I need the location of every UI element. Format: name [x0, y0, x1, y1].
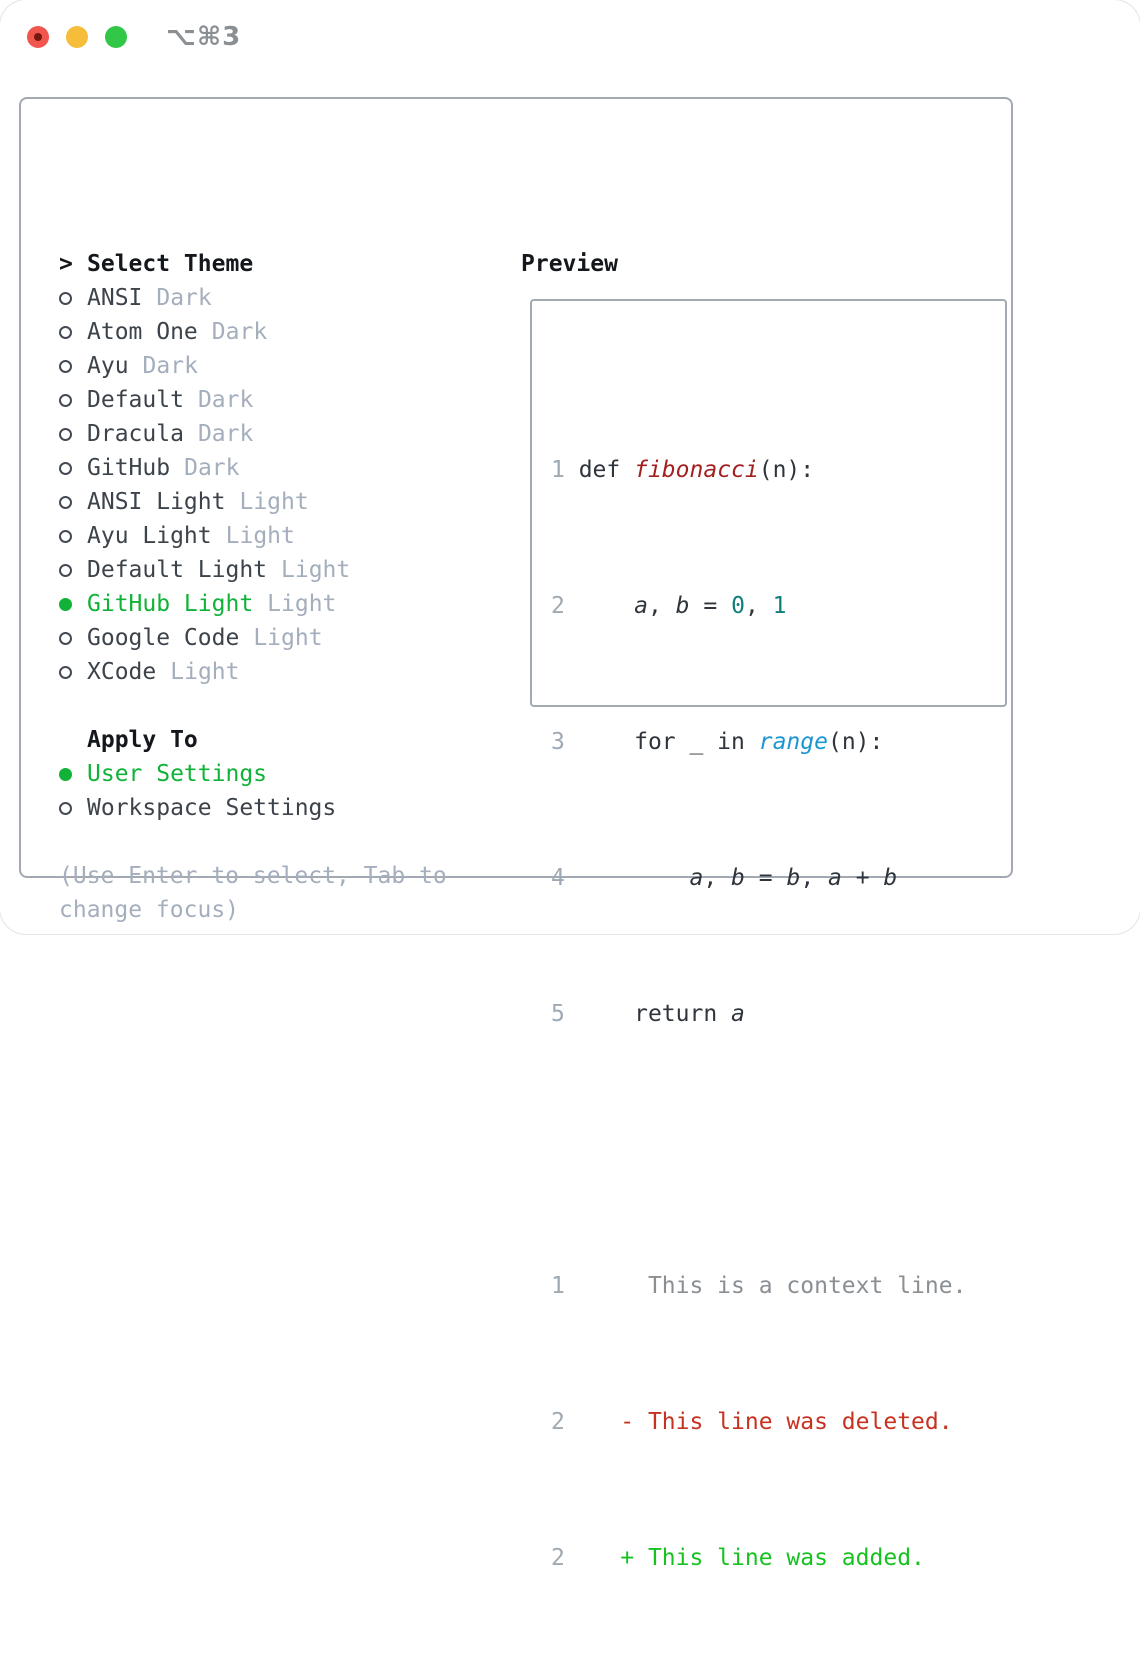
theme-variant: Light — [225, 523, 295, 549]
theme-name: XCode — [87, 659, 157, 685]
theme-name: GitHub Light — [87, 591, 254, 617]
theme-variant: Light — [170, 659, 240, 685]
diff-deleted-line: 2 - This line was deleted. — [551, 1409, 953, 1435]
theme-name: Default Light — [87, 557, 268, 583]
theme-name: Default — [87, 387, 184, 413]
apply-option-workspace-settings[interactable]: Workspace Settings — [59, 791, 447, 825]
theme-name: Dracula — [87, 421, 184, 447]
function-name-token: fibonacci — [634, 457, 759, 483]
theme-list: > Select Theme ANSI Dark Atom One Dark A… — [59, 247, 447, 927]
close-button[interactable] — [27, 26, 49, 48]
minimize-button[interactable] — [66, 26, 88, 48]
radio-icon — [59, 359, 72, 373]
radio-icon — [59, 529, 72, 543]
theme-name: Atom One — [87, 319, 198, 345]
radio-icon — [59, 325, 72, 339]
theme-name: GitHub — [87, 455, 171, 481]
radio-selected-icon — [59, 597, 72, 611]
theme-option-ansi-light[interactable]: ANSI Light Light — [59, 485, 447, 519]
list-spacer — [59, 825, 447, 859]
code-line-4: 4 a, b = b, a + b — [551, 865, 898, 891]
code-preview: 1 def fibonacci(n): 2 a, b = 0, 1 3 for … — [551, 351, 966, 1677]
code-line-5: 5 return a — [551, 1001, 745, 1027]
radio-selected-icon — [59, 767, 72, 781]
theme-variant: Light — [253, 625, 323, 651]
theme-variant: Dark — [142, 353, 198, 379]
radio-icon — [59, 393, 72, 407]
theme-name: Ayu — [87, 353, 129, 379]
theme-picker-panel: > Select Theme ANSI Dark Atom One Dark A… — [19, 97, 1013, 1571]
preview-box: 1 def fibonacci(n): 2 a, b = 0, 1 3 for … — [530, 299, 1007, 1571]
number-literal-token: 0 — [731, 593, 745, 619]
theme-variant: Dark — [197, 421, 254, 447]
theme-option-github-light[interactable]: GitHub Light Light — [59, 587, 447, 621]
radio-icon — [59, 427, 72, 441]
apply-option-label: Workspace Settings — [87, 795, 337, 821]
blank-line — [551, 1133, 966, 1167]
app-window: ⌥⌘3 > Select Theme ANSI Dark Atom One Da… — [19, 22, 1013, 1571]
radio-icon — [59, 665, 72, 679]
theme-option-ayu-light[interactable]: Ayu Light Light — [59, 519, 447, 553]
keyboard-hint-line-1: (Use Enter to select, Tab to — [59, 863, 447, 889]
code-line-2: 2 a, b = 0, 1 — [551, 593, 787, 619]
builtin-token: range — [758, 729, 828, 755]
theme-name: ANSI Light — [87, 489, 226, 515]
radio-icon — [59, 461, 72, 475]
radio-icon — [59, 291, 72, 305]
unsaved-changes-dot-icon — [34, 33, 42, 41]
theme-option-atom-one-dark[interactable]: Atom One Dark — [59, 315, 447, 349]
select-theme-label: Select Theme — [87, 251, 254, 277]
zoom-button[interactable] — [105, 26, 127, 48]
prompt-caret-icon: > — [59, 251, 73, 277]
apply-option-user-settings[interactable]: User Settings — [59, 757, 447, 791]
theme-name: Ayu Light — [87, 523, 212, 549]
theme-option-ayu-dark[interactable]: Ayu Dark — [59, 349, 447, 383]
theme-variant: Dark — [211, 319, 268, 345]
theme-option-github-dark[interactable]: GitHub Dark — [59, 451, 447, 485]
diff-added-line: 2 + This line was added. — [551, 1545, 925, 1571]
radio-icon — [59, 801, 72, 815]
theme-name: Google Code — [87, 625, 240, 651]
theme-option-default-light[interactable]: Default Light Light — [59, 553, 447, 587]
theme-variant: Light — [281, 557, 351, 583]
code-line-1: 1 def fibonacci(n): — [551, 457, 815, 483]
select-theme-header: > Select Theme — [59, 247, 447, 281]
radio-icon — [59, 563, 72, 577]
radio-icon — [59, 631, 72, 645]
diff-context-line: 1 This is a context line. — [551, 1273, 967, 1299]
theme-variant: Light — [267, 591, 337, 617]
theme-name: ANSI — [87, 285, 143, 311]
apply-to-header: Apply To — [59, 723, 447, 757]
apply-to-label: Apply To — [87, 727, 198, 753]
radio-icon — [59, 495, 72, 509]
theme-option-xcode-light[interactable]: XCode Light — [59, 655, 447, 689]
theme-option-dracula-dark[interactable]: Dracula Dark — [59, 417, 447, 451]
preview-title: Preview — [521, 251, 618, 277]
code-line-3: 3 for _ in range(n): — [551, 729, 884, 755]
theme-variant: Dark — [197, 387, 254, 413]
theme-variant: Light — [239, 489, 309, 515]
theme-variant: Dark — [184, 455, 240, 481]
theme-option-default-dark[interactable]: Default Dark — [59, 383, 447, 417]
theme-variant: Dark — [156, 285, 212, 311]
apply-option-label: User Settings — [87, 761, 268, 787]
theme-option-google-code-light[interactable]: Google Code Light — [59, 621, 447, 655]
window-title: ⌥⌘3 — [166, 22, 242, 52]
list-spacer — [59, 689, 447, 723]
keyboard-hint-line-2: change focus) — [59, 897, 240, 923]
number-literal-token: 1 — [772, 593, 787, 619]
theme-option-ansi-dark[interactable]: ANSI Dark — [59, 281, 447, 315]
